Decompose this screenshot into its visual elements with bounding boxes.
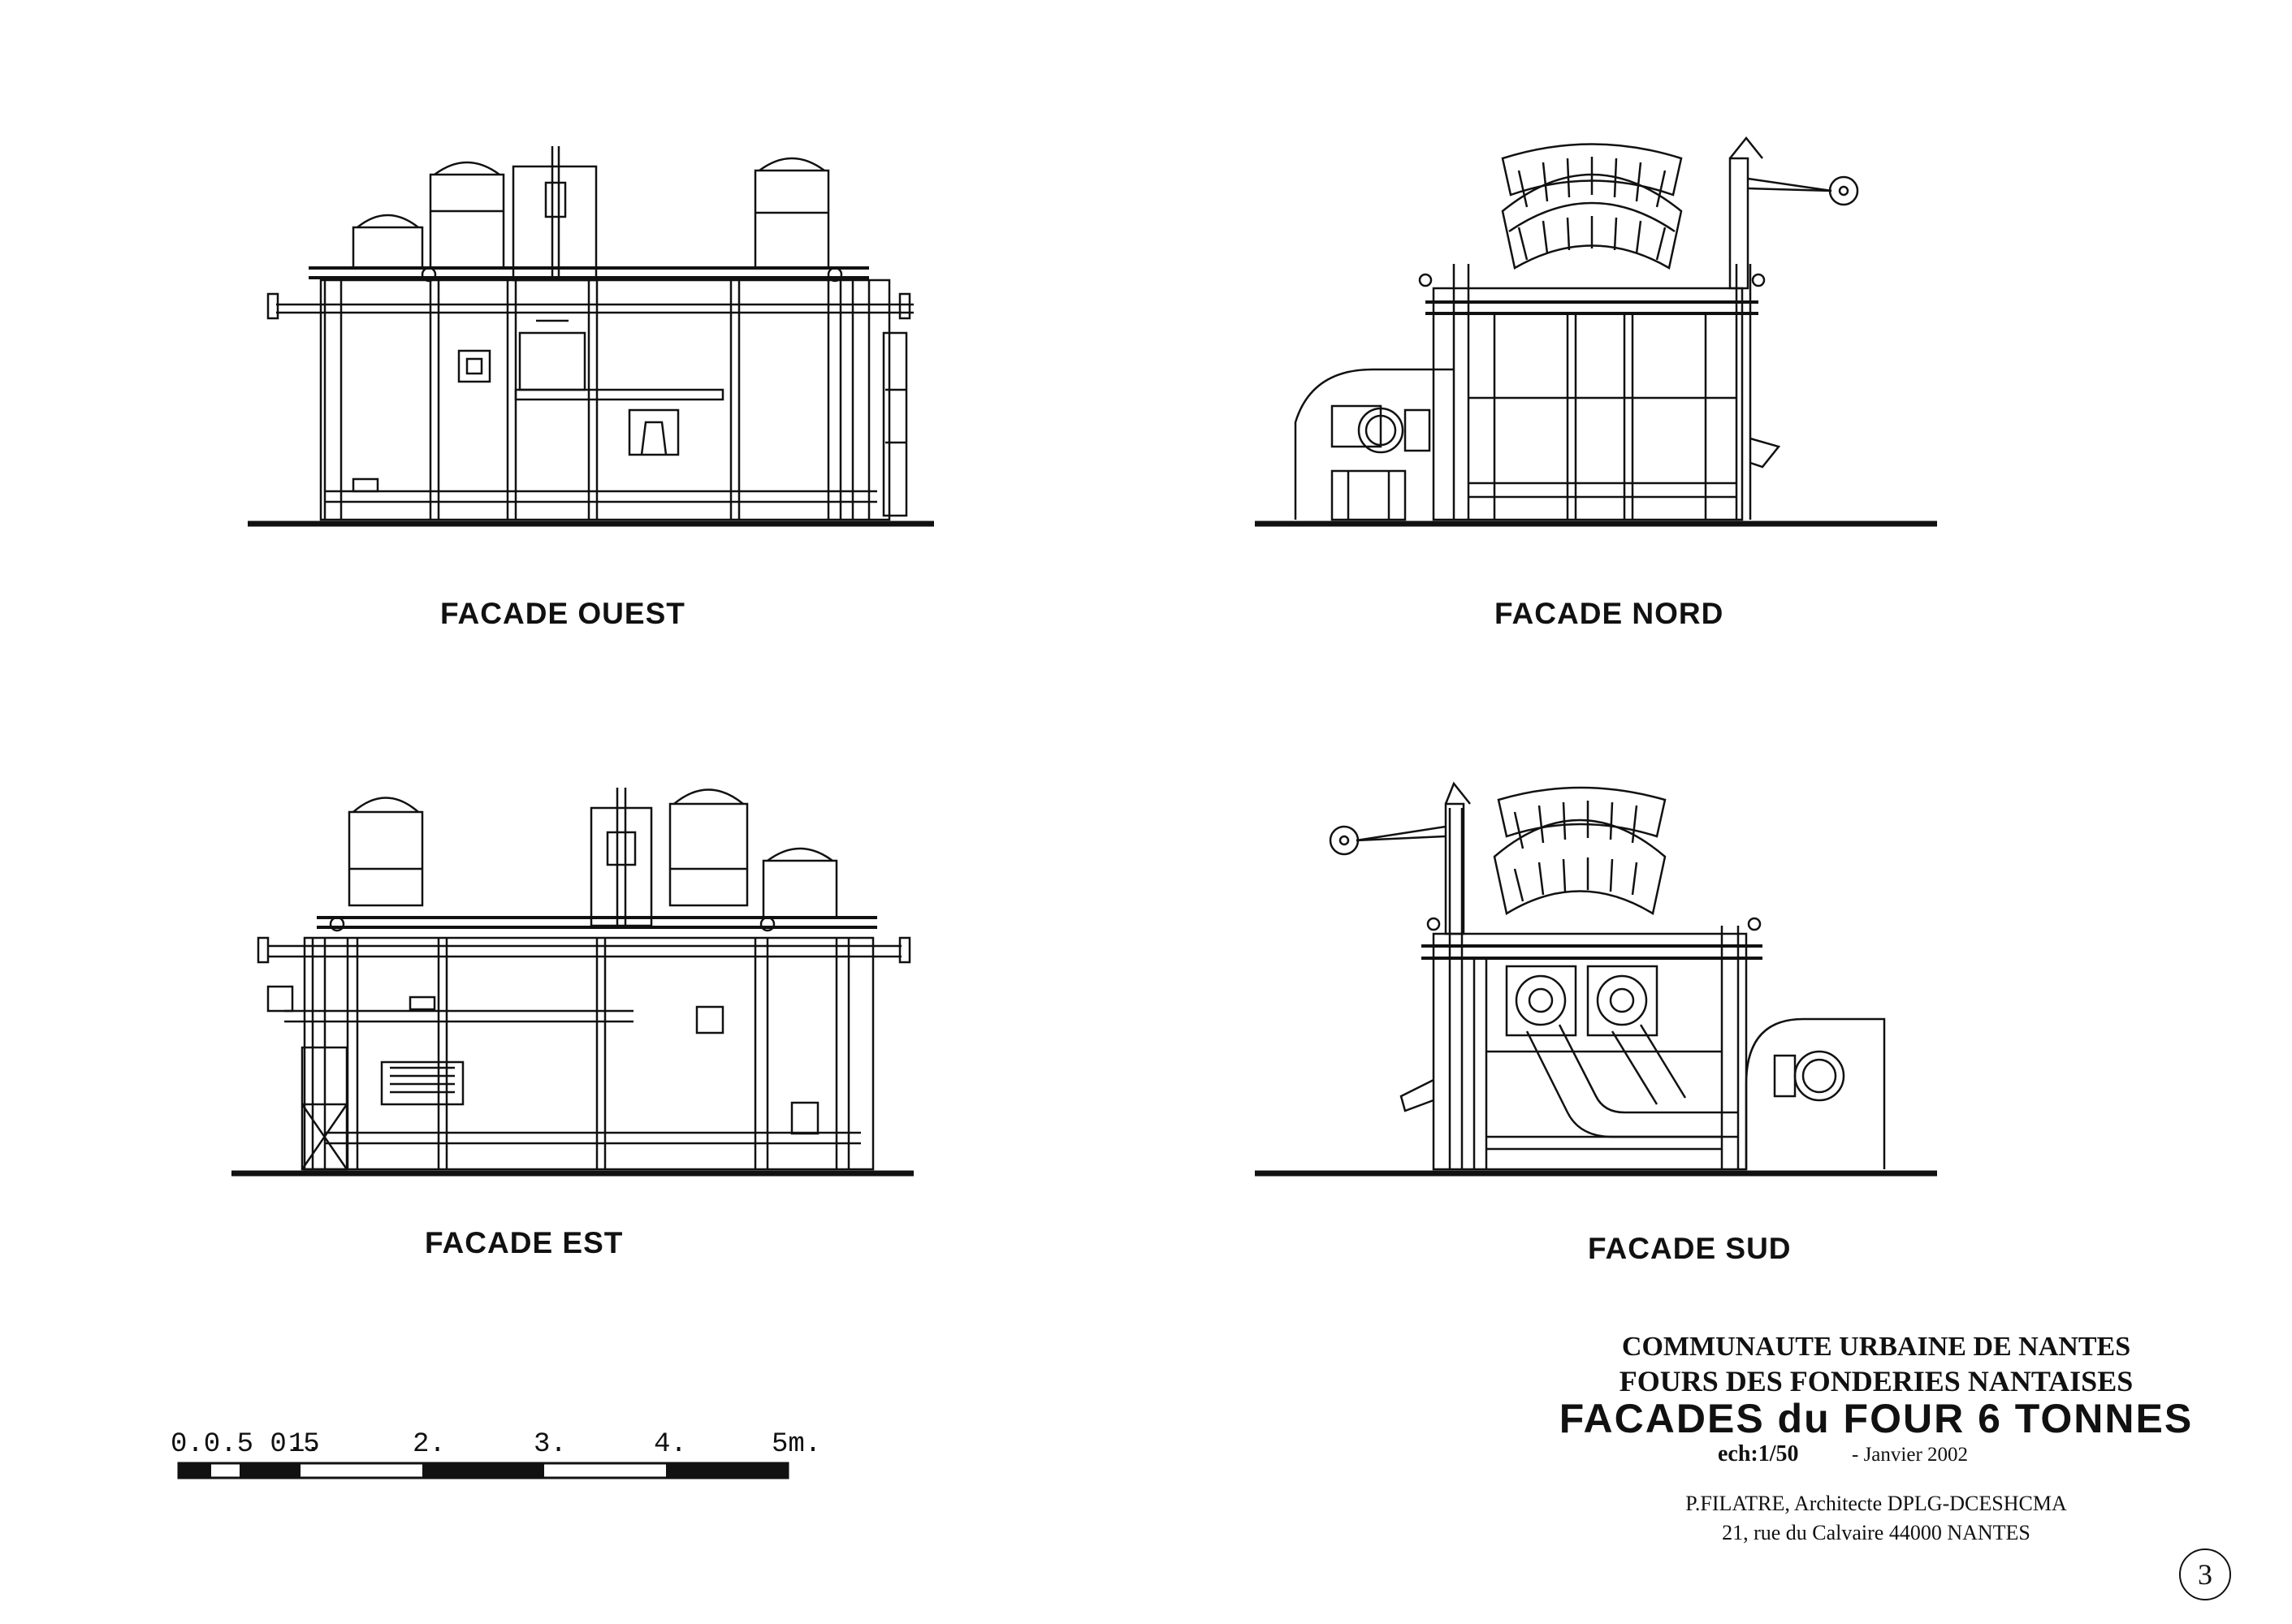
label-facade-nord: FACADE NORD [1494,597,1724,630]
scale-bar-segments [179,1463,788,1478]
scale-label-4: 4. [654,1429,687,1460]
scale-label-0: 0.0.5 0.5 [171,1429,320,1460]
title-block-address: 21, rue du Calvaire 44000 NANTES [1722,1521,2030,1544]
drawing-facade-nord [1255,136,1937,527]
drawing-facade-est [231,788,914,1177]
title-block-author: P.FILATRE, Architecte DPLG-DCESHCMA [1685,1492,2067,1515]
drawing-facade-sud [1255,781,1937,1177]
scale-label-5: 5m. [772,1429,822,1460]
sheet-number: 3 [2179,1548,2231,1600]
title-block-project: FOURS DES FONDERIES NANTAISES [1619,1365,2134,1397]
title-block-organization: COMMUNAUTE URBAINE DE NANTES [1621,1332,2131,1362]
title-block-scale: ech:1/50 [1718,1441,1799,1466]
label-facade-sud: FACADE SUD [1588,1232,1792,1265]
scale-label-3: 3. [534,1429,567,1460]
scale-label-2: 2. [413,1429,446,1460]
label-facade-ouest: FACADE OUEST [440,597,685,630]
drawing-facade-ouest [248,146,934,527]
title-block-date: - Janvier 2002 [1852,1444,1969,1466]
title-block-title: FACADES du FOUR 6 TONNES [1559,1396,2194,1441]
scale-label-1: 1. [288,1429,322,1460]
label-facade-est: FACADE EST [425,1226,624,1259]
